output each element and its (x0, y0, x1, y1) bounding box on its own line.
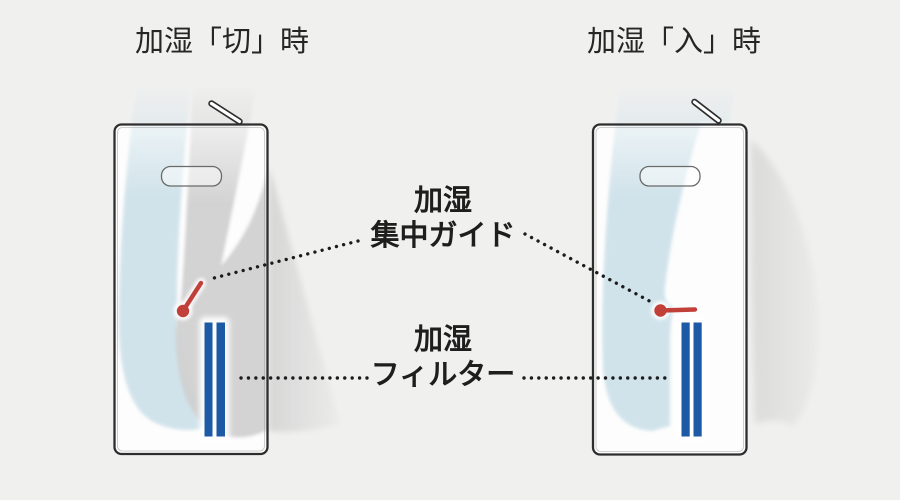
display-slot (160, 165, 223, 187)
callout-guide: 加湿 集中ガイド (343, 184, 543, 254)
exhaust-wedge (269, 166, 340, 432)
humidify-guide-icon (651, 301, 700, 320)
guide-pivot (176, 304, 190, 318)
airflow-white-band (664, 123, 746, 309)
guide-pivot (654, 304, 667, 317)
louver-stick-icon (208, 100, 243, 125)
callout-filter: 加湿 フィルター (343, 323, 543, 393)
display-slot (639, 165, 701, 187)
device-off (113, 88, 340, 456)
airflow-gray-swoosh (175, 88, 267, 438)
filter-bar (204, 322, 213, 437)
leader-guide-left (210, 239, 360, 281)
panel-title-on: 加湿「入」時 (586, 26, 761, 58)
filter-glow (676, 317, 707, 442)
filter-bar (681, 322, 690, 437)
humidify-guide-icon (173, 278, 206, 321)
filter-bar (216, 322, 225, 437)
humidify-filter-icon (676, 317, 707, 442)
humidify-filter-icon (199, 317, 230, 442)
callout-filter-line2: フィルター (370, 359, 516, 391)
callout-guide-line1: 加湿 (413, 185, 472, 217)
panel-title-off: 加湿「切」時 (134, 26, 309, 58)
filter-bar (693, 322, 702, 437)
device-outline (113, 123, 269, 456)
callout-filter-line1: 加湿 (413, 324, 472, 356)
device-on (591, 88, 819, 456)
louver-stick-icon (691, 98, 722, 124)
leader-guide-right (523, 232, 657, 306)
callout-guide-line2: 集中ガイド (370, 220, 516, 252)
airflow-blue-swoosh (118, 88, 224, 430)
device-outline (591, 123, 748, 456)
device-inner-bezel (117, 127, 265, 452)
exhaust-wedge (751, 140, 819, 426)
device-inner-bezel (595, 127, 744, 452)
